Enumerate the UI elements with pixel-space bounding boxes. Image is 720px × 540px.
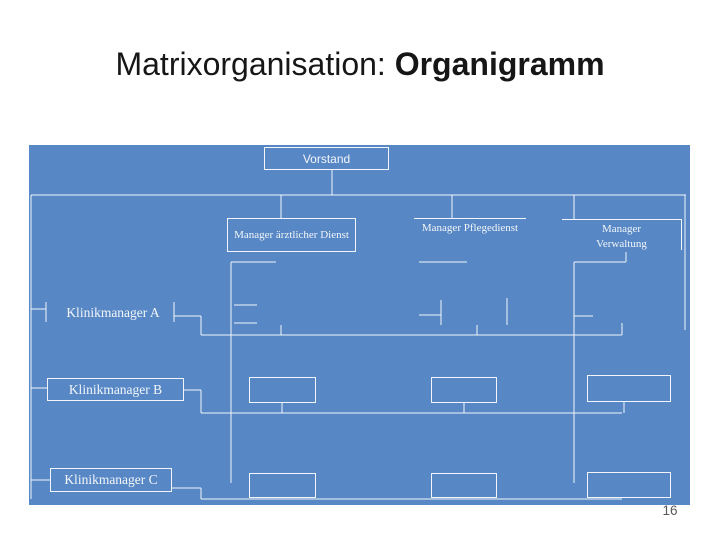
- matrix-cell-row-c-col-3: [587, 472, 671, 498]
- matrix-cell-row-c-col-1: [249, 473, 316, 498]
- vorstand-label: Vorstand: [302, 151, 351, 166]
- manager-verwaltung-box: Manager Verwaltung: [562, 219, 682, 250]
- manager-aerztlicher-dienst-box: Manager ärztlicher Dienst: [227, 218, 356, 252]
- manager-aerztlicher-dienst-label: Manager ärztlicher Dienst: [234, 228, 349, 241]
- manager-pflegedienst-box: Manager Pflegedienst: [414, 218, 526, 252]
- matrix-cell-row-b-col-1: [249, 377, 316, 403]
- slide-title: Matrixorganisation: Organigramm: [0, 0, 720, 83]
- title-regular: Matrixorganisation:: [115, 46, 395, 82]
- klinikmanager-a-label-box: Klinikmanager A: [51, 303, 175, 323]
- matrix-cell-row-b-col-2: [431, 377, 497, 403]
- vorstand-box: Vorstand: [264, 147, 389, 170]
- matrix-cell-row-c-col-2: [431, 473, 497, 498]
- page-number: 16: [662, 503, 678, 518]
- title-bold: Organigramm: [394, 46, 605, 82]
- klinikmanager-c-label: Klinikmanager C: [64, 472, 158, 487]
- manager-pflegedienst-label: Manager Pflegedienst: [421, 222, 519, 234]
- klinikmanager-c-box: Klinikmanager C: [50, 468, 172, 492]
- klinikmanager-b-label: Klinikmanager B: [68, 381, 163, 397]
- manager-verwaltung-label: Manager Verwaltung: [596, 223, 647, 250]
- klinikmanager-b-box: Klinikmanager B: [47, 378, 184, 401]
- klinikmanager-a-label: Klinikmanager A: [66, 305, 160, 320]
- org-chart-connector-lines: [30, 170, 686, 500]
- matrix-cell-row-b-col-3: [587, 375, 671, 402]
- org-chart-panel: Vorstand Manager ärztlicher Dienst Manag…: [29, 145, 690, 505]
